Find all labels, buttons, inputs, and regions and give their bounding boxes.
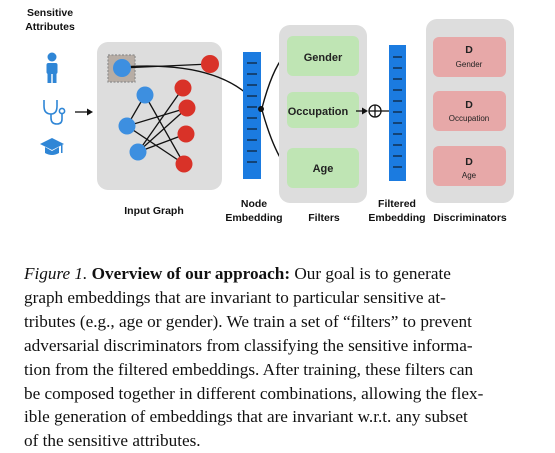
graph-node — [136, 86, 154, 104]
caption-line: adversarial discriminators from classify… — [24, 335, 473, 355]
discriminators-label: Discriminators — [433, 212, 507, 224]
filter-age: Age — [287, 148, 359, 188]
svg-text:Gender: Gender — [304, 52, 343, 64]
filtered-embedding-label-2: Embedding — [368, 212, 425, 224]
graph-node — [178, 99, 196, 117]
filtered-embedding-label: Filtered — [378, 198, 416, 210]
sensitive-attributes-title: Sensitive — [27, 7, 73, 19]
svg-text:Occupation: Occupation — [288, 106, 349, 118]
discriminator-gender: D Gender — [433, 37, 506, 77]
discriminator-age: D Age — [433, 146, 506, 186]
svg-text:D: D — [465, 156, 473, 168]
svg-text:D: D — [465, 44, 473, 56]
graph-node — [175, 155, 193, 173]
node-embedding-label: Node — [241, 198, 267, 210]
graph-node — [177, 125, 195, 143]
caption-line: Figure 1. Overview of our approach: Our … — [24, 262, 530, 286]
figure-caption: Figure 1. Overview of our approach: Our … — [24, 262, 530, 453]
person-icon — [46, 52, 58, 83]
caption-line: tion from the filtered embeddings. After… — [24, 359, 474, 379]
caption-line: be composed together in different combin… — [24, 383, 484, 403]
filters-label: Filters — [308, 212, 340, 224]
node-embedding-bar — [243, 52, 261, 179]
graph-node — [201, 55, 219, 73]
filter-output-arrow — [356, 107, 368, 115]
embedding-junction — [258, 106, 264, 112]
filter-occupation: Occupation — [287, 92, 359, 128]
node-embedding-label-2: Embedding — [225, 212, 282, 224]
caption-line: of the sensitive attributes. — [24, 431, 201, 451]
caption-line: ible generation of embeddings that are i… — [24, 407, 468, 427]
filter-gender: Gender — [287, 36, 359, 76]
graph-nodes — [113, 55, 219, 173]
input-arrow — [75, 108, 93, 116]
graduation-cap-icon — [40, 138, 64, 155]
svg-text:Gender: Gender — [456, 60, 483, 69]
figure-label: Figure 1. — [24, 264, 88, 283]
graph-node — [129, 143, 147, 161]
svg-text:Age: Age — [462, 171, 477, 180]
caption-line: tributes (e.g., age or gender). We train… — [24, 311, 472, 331]
graph-node — [113, 59, 131, 77]
svg-text:Age: Age — [313, 163, 334, 175]
input-graph-label: Input Graph — [124, 205, 184, 217]
graph-node — [174, 79, 192, 97]
discriminator-occupation: D Occupation — [433, 91, 506, 131]
stethoscope-icon — [43, 100, 66, 125]
caption-line: graph embeddings that are invariant to p… — [24, 287, 446, 307]
svg-text:D: D — [465, 99, 473, 111]
filtered-embedding-bar — [389, 45, 406, 181]
caption-text: Our goal is to generate — [294, 264, 451, 283]
sum-icon — [368, 104, 382, 118]
svg-text:Occupation: Occupation — [449, 114, 489, 123]
sensitive-attributes-title-2: Attributes — [25, 21, 75, 33]
caption-title: Overview of our approach: — [91, 264, 291, 283]
graph-node — [118, 117, 136, 135]
